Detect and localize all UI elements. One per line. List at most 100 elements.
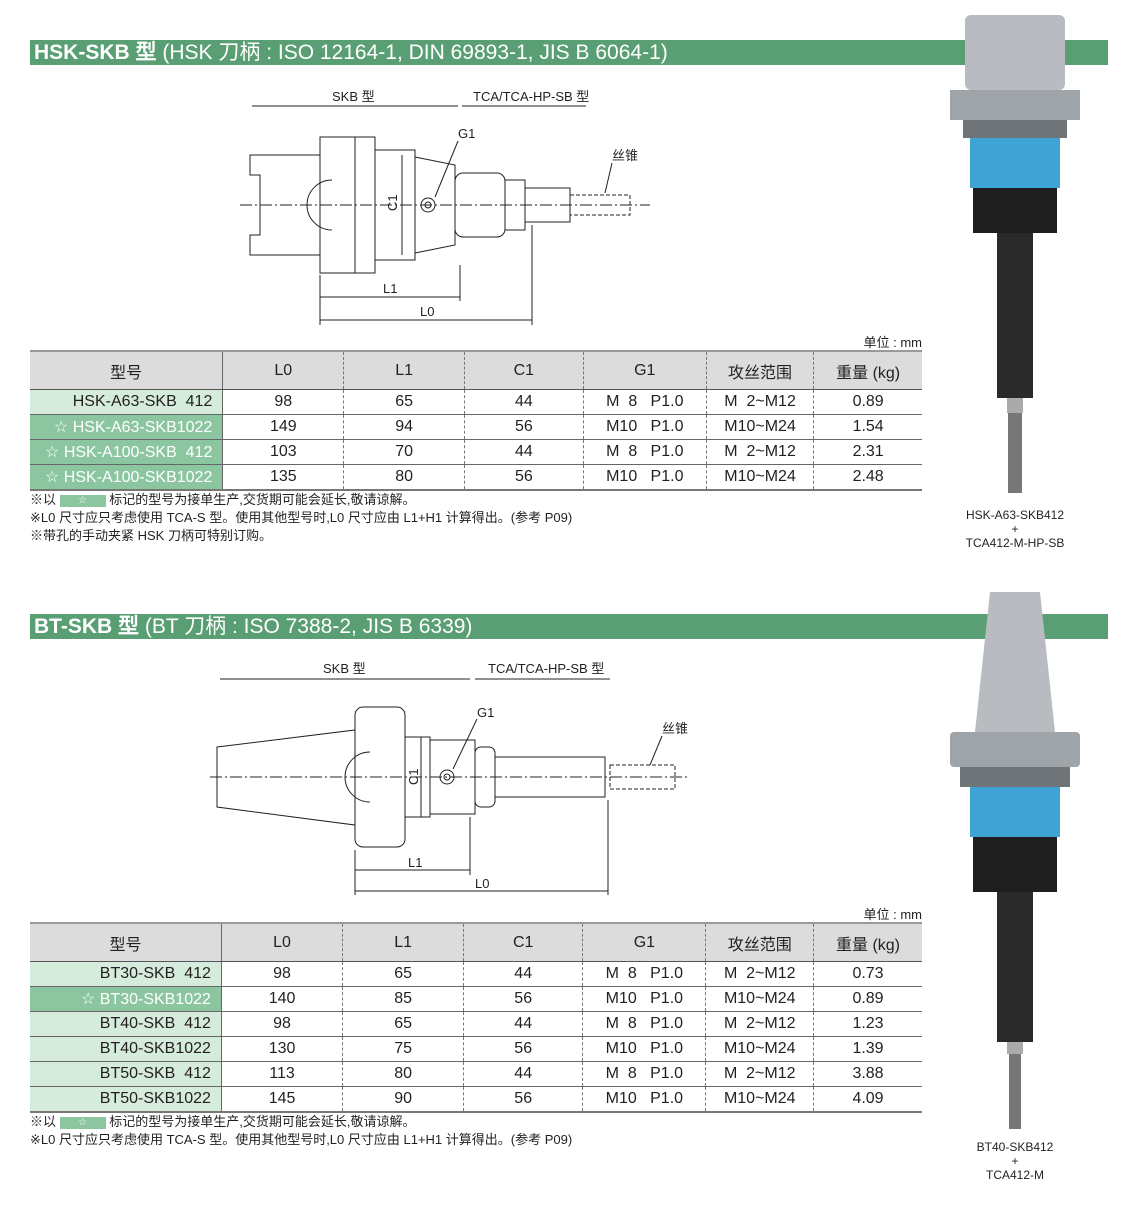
value-cell: 44 [463, 1061, 583, 1087]
value-cell: 1.39 [813, 1036, 922, 1062]
value-cell: M10~M24 [705, 1036, 814, 1062]
column-header: 型号 [30, 350, 223, 390]
value-cell: 94 [343, 414, 465, 440]
svg-text:TCA/TCA-HP-SB 型: TCA/TCA-HP-SB 型 [488, 661, 604, 676]
column-header: L0 [222, 350, 344, 390]
model-cell: ☆ BT30-SKB1022 [30, 986, 222, 1012]
value-cell: M 8 P1.0 [582, 439, 707, 465]
svg-text:TCA/TCA-HP-SB 型: TCA/TCA-HP-SB 型 [473, 89, 589, 104]
bt-notes: ※以 ☆ 标记的型号为接单生产,交货期可能会延长,敬请谅解。 ※L0 尺寸应只考… [30, 1113, 572, 1149]
value-cell: M10 P1.0 [582, 1036, 706, 1062]
value-cell: 103 [222, 439, 344, 465]
value-cell: 65 [342, 961, 464, 987]
column-header: 攻丝范围 [705, 922, 814, 962]
value-cell: 56 [463, 464, 584, 491]
note-l0: ※L0 尺寸应只考虑使用 TCA-S 型。使用其他型号时,L0 尺寸应由 L1+… [30, 510, 573, 525]
value-cell: 145 [220, 1086, 343, 1113]
column-header: L1 [342, 922, 464, 962]
value-cell: M10~M24 [705, 1086, 814, 1113]
value-cell: M10~M24 [705, 414, 814, 440]
model-cell: ☆ HSK-A100-SKB1022 [30, 464, 223, 491]
value-cell: M 8 P1.0 [582, 1061, 706, 1087]
model-cell: BT40-SKB1022 [30, 1036, 222, 1062]
unit-label: 单位 : mm [863, 335, 923, 350]
value-cell: 80 [342, 1061, 464, 1087]
value-cell: 98 [220, 1011, 343, 1037]
column-header: C1 [463, 350, 584, 390]
value-cell: 113 [220, 1061, 343, 1087]
value-cell: 135 [222, 464, 344, 491]
value-cell: M10 P1.0 [582, 414, 707, 440]
note-l0: ※L0 尺寸应只考虑使用 TCA-S 型。使用其他型号时,L0 尺寸应由 L1+… [30, 1132, 573, 1147]
value-cell: M 2~M12 [705, 1061, 814, 1087]
value-cell: M 8 P1.0 [582, 961, 706, 987]
value-cell: 44 [463, 439, 584, 465]
value-cell: M 2~M12 [705, 1011, 814, 1037]
value-cell: M 8 P1.0 [582, 389, 707, 415]
svg-text:SKB 型: SKB 型 [323, 661, 366, 676]
value-cell: 4.09 [813, 1086, 922, 1113]
model-cell: ☆ HSK-A63-SKB1022 [30, 414, 223, 440]
column-header: G1 [582, 350, 707, 390]
unit-label: 单位 : mm [863, 907, 923, 922]
svg-text:丝锥: 丝锥 [612, 148, 638, 163]
value-cell: M10~M24 [705, 464, 814, 491]
note-made-to-order: ※以 ☆ 标记的型号为接单生产,交货期可能会延长,敬请谅解。 [30, 1114, 416, 1129]
hsk-photo-caption: HSK-A63-SKB412+TCA412-M-HP-SB [965, 508, 1065, 550]
value-cell: M 2~M12 [705, 961, 814, 987]
value-cell: 0.73 [813, 961, 922, 987]
value-cell: 1.23 [813, 1011, 922, 1037]
model-cell: ☆ HSK-A100-SKB 412 [30, 439, 223, 465]
value-cell: 130 [220, 1036, 343, 1062]
value-cell: 1.54 [813, 414, 922, 440]
model-cell: BT30-SKB 412 [30, 961, 222, 987]
section-title-bt: BT-SKB 型 (BT 刀柄 : ISO 7388-2, JIS B 6339… [30, 614, 1108, 639]
svg-text:L0: L0 [475, 876, 489, 891]
value-cell: 44 [463, 961, 583, 987]
bt-photo-caption: BT40-SKB412+TCA412-M [976, 1140, 1054, 1182]
value-cell: M10 P1.0 [582, 986, 706, 1012]
model-cell: BT40-SKB 412 [30, 1011, 222, 1037]
column-header: G1 [582, 922, 706, 962]
value-cell: 0.89 [813, 986, 922, 1012]
value-cell: M10~M24 [705, 986, 814, 1012]
svg-text:丝锥: 丝锥 [662, 721, 688, 736]
bt-product-photo [950, 592, 1080, 1129]
value-cell: 65 [343, 389, 465, 415]
value-cell: 3.88 [813, 1061, 922, 1087]
value-cell: 44 [463, 1011, 583, 1037]
svg-text:L0: L0 [420, 304, 434, 319]
column-header: C1 [463, 922, 583, 962]
column-header: 重量 (kg) [813, 922, 922, 962]
column-header: 重量 (kg) [813, 350, 922, 390]
model-cell: BT50-SKB 412 [30, 1061, 222, 1087]
value-cell: 98 [222, 389, 344, 415]
hsk-product-photo [950, 15, 1080, 493]
value-cell: 56 [463, 986, 583, 1012]
value-cell: 149 [222, 414, 344, 440]
column-header: L0 [220, 922, 343, 962]
note-hsk: ※带孔的手动夹紧 HSK 刀柄可特别订购。 [30, 528, 272, 543]
svg-text:L1: L1 [383, 281, 397, 296]
bt-diagram: SKB 型 TCA/TCA-HP-SB 型 C1 G1 丝锥 L1 L0 [210, 661, 690, 895]
column-header: 攻丝范围 [705, 350, 814, 390]
value-cell: 0.89 [813, 389, 922, 415]
column-header: 型号 [30, 922, 222, 962]
value-cell: 2.48 [813, 464, 922, 491]
value-cell: M 2~M12 [705, 389, 814, 415]
value-cell: 56 [463, 414, 584, 440]
section-title-hsk: HSK-SKB 型 (HSK 刀柄 : ISO 12164-1, DIN 698… [30, 40, 1108, 65]
model-cell: BT50-SKB1022 [30, 1086, 222, 1113]
